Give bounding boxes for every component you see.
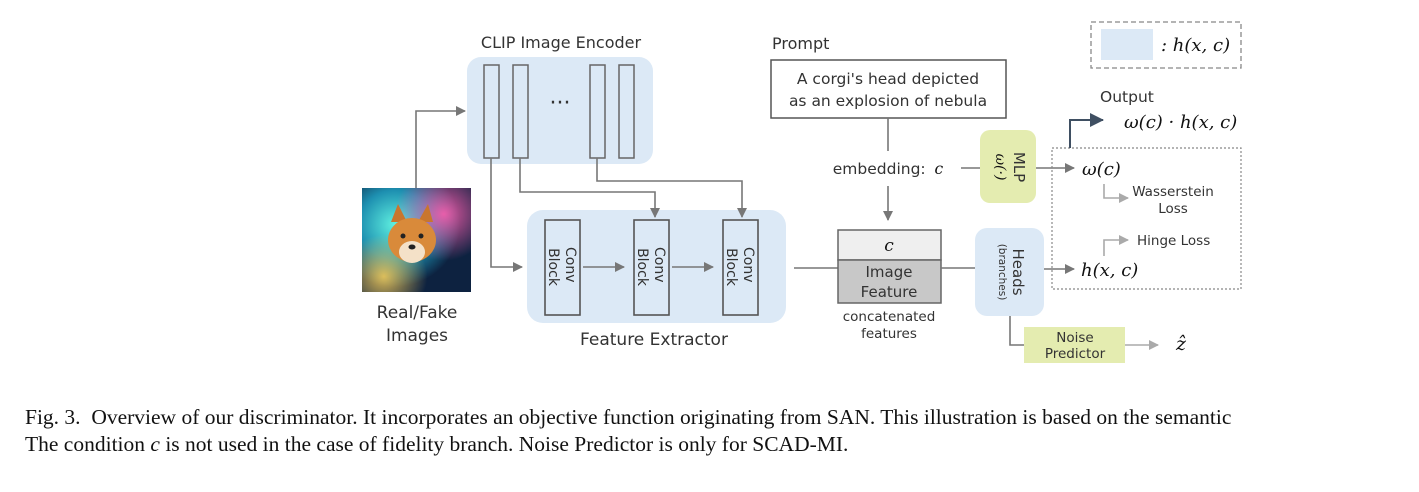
clip-layer-3 [589,64,606,159]
conv-block-1-label: Conv Block [545,247,578,287]
noise-predictor-line1: Noise [1056,330,1093,346]
legend-frame [1090,21,1242,69]
arrow-clip-to-conv3 [596,158,747,218]
concat-feature-line1: Image [866,263,913,281]
legend-text: : h(x, c) [1161,35,1230,56]
concat-condition-label: c [884,236,894,256]
conv-block-2: Conv Block [633,219,670,316]
input-image: Real/Fake Images [362,188,471,346]
caption-line2-part2: is not used in the case of fidelity bran… [159,432,849,456]
discriminator-diagram: CLIP Image Encoder ··· Real/Fake Images … [362,21,1242,363]
heads-panel [975,228,1044,316]
z-hat-label: ẑ [1175,333,1187,355]
noise-predictor: Noise Predictor [1024,327,1125,363]
prompt-text-line2: as an explosion of nebula [789,92,987,110]
concatenated-features: c Image Feature concatenated features [837,229,942,342]
wasserstein-loss-line1: Wasserstein [1132,184,1214,200]
prompt-section: Prompt A corgi's head depicted as an exp… [770,34,1007,221]
mlp-omega-label: ω(·) [992,154,1008,181]
legend-swatch [1101,29,1153,60]
output-label: Output [1100,88,1154,106]
arrow-heads-to-noise-predictor [1009,316,1024,346]
clip-layer-1 [483,64,500,159]
mlp-label: MLP [1010,152,1028,182]
caption-line-2: The condition c is not used in the case … [25,431,1419,458]
feature-extractor: Feature Extractor Conv Block Conv Block … [527,210,786,350]
prompt-text-line1: A corgi's head depicted [797,70,979,88]
mlp-panel [980,130,1036,203]
caption-line2-part1: The condition [25,432,151,456]
caption-line2-var: c [150,432,160,456]
conv-block-3-label: Conv Block [723,247,756,287]
loss-region [1051,147,1242,290]
conv-block-3: Conv Block [722,219,759,316]
arrow-output [1069,113,1104,148]
clip-layer-4 [618,64,635,159]
conv-block-2-label: Conv Block [634,247,667,287]
mlp-block: MLP ω(·) [980,130,1036,203]
hinge-loss-label: Hinge Loss [1137,233,1210,249]
legend: : h(x, c) [1090,21,1242,69]
caption-prefix: Fig. 3. [25,405,81,429]
arrow-image-to-clip [415,106,466,188]
noise-predictor-line2: Predictor [1045,346,1106,362]
h-xc-label: h(x, c) [1081,260,1138,281]
arrow-clip-to-extractor [490,158,523,272]
omega-c-label: ω(c) [1082,159,1121,180]
prompt-box [770,59,1007,119]
real-fake-label-line1: Real/Fake [377,303,458,323]
concat-caption-line1: concatenated [843,309,936,325]
noise-predictor-panel [1024,327,1125,363]
figure-caption: Fig. 3. Overview of our discriminator. I… [25,404,1419,458]
concat-image-feature-cell [837,259,942,304]
clip-encoder-label: CLIP Image Encoder [481,33,642,52]
feature-extractor-label: Feature Extractor [580,330,728,350]
real-fake-label-line2: Images [386,326,448,346]
caption-line1-text: Overview of our discriminator. It incorp… [91,405,1232,429]
heads-block: Heads (branches) [975,228,1044,316]
wasserstein-loss-line2: Loss [1158,201,1188,217]
arrow-h-to-hinge [1103,235,1129,256]
embedding-label: embedding: c [833,160,944,178]
output-expression: ω(c) · h(x, c) [1124,112,1237,133]
clip-image-encoder: CLIP Image Encoder ··· [467,33,653,164]
concat-caption-line2: features [861,326,917,342]
prompt-label: Prompt [772,34,829,53]
clip-ellipsis: ··· [550,91,571,116]
arrow-omega-to-wasserstein [1103,184,1129,203]
heads-sub-label: (branches) [996,244,1008,301]
concat-feature-line2: Feature [861,283,918,301]
caption-line-1: Fig. 3. Overview of our discriminator. I… [25,404,1419,431]
arrow-clip-to-conv2 [519,158,660,218]
conv-block-1: Conv Block [544,219,581,316]
clip-layer-2 [512,64,529,159]
heads-label: Heads [1009,248,1027,295]
corgi-head-icon [388,204,436,263]
